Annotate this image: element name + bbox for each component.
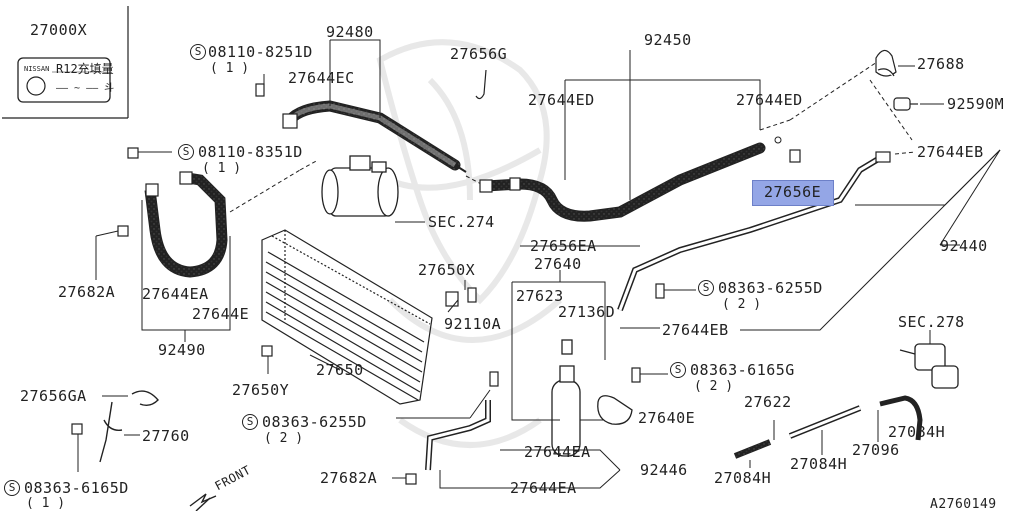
part-92110A[interactable]: 92110A <box>444 315 502 333</box>
part-92440[interactable]: 92440 <box>940 237 988 255</box>
part-27760[interactable]: 27760 <box>142 427 190 445</box>
part-27656EA[interactable]: 27656EA <box>530 237 597 255</box>
part-27622[interactable]: 27622 <box>744 393 792 411</box>
bolt-b6-qty: ( 1 ) <box>26 496 66 511</box>
part-SEC274[interactable]: SEC.274 <box>428 213 495 231</box>
receiver-drier <box>551 339 581 457</box>
part-92490[interactable]: 92490 <box>158 341 206 359</box>
part-27640[interactable]: 27640 <box>534 255 582 273</box>
bolt-symbol-b5: S <box>242 414 258 430</box>
part-27644EA-c[interactable]: 27644EA <box>510 479 577 497</box>
bolt-symbol-b6: S <box>4 480 20 496</box>
highlight-27656E <box>752 180 834 206</box>
part-27623[interactable]: 27623 <box>516 287 564 305</box>
pipe-92440 <box>617 151 891 312</box>
clamp-27688 <box>875 49 897 77</box>
part-SEC278[interactable]: SEC.278 <box>898 313 965 331</box>
part-27644EB-top[interactable]: 27644EB <box>917 143 984 161</box>
legend-part-number[interactable]: 27000X <box>30 21 88 39</box>
bolt-b3-qty: ( 2 ) <box>722 297 762 312</box>
legend-text: R12充填量 <box>56 62 114 76</box>
bolt-symbol-b1: S <box>190 44 206 60</box>
pipe-92446 <box>425 400 491 471</box>
bolt-b6-code[interactable]: 08363-6165D <box>24 479 129 497</box>
part-27656E[interactable]: 27656E <box>764 183 822 201</box>
diagram-id: A2760149 <box>930 497 997 511</box>
hose-92450 <box>479 142 766 222</box>
part-27644EA-a[interactable]: 27644EA <box>142 285 209 303</box>
part-92450[interactable]: 92450 <box>644 31 692 49</box>
part-92480[interactable]: 92480 <box>326 23 374 41</box>
bolt-b4-code[interactable]: 08363-6165G <box>690 361 795 379</box>
part-27644ED-a[interactable]: 27644ED <box>528 91 595 109</box>
part-27644EA-b[interactable]: 27644EA <box>524 443 591 461</box>
part-27640E[interactable]: 27640E <box>638 409 696 427</box>
legend-frame <box>2 6 129 119</box>
bolt-b2-qty: ( 1 ) <box>202 161 242 176</box>
clip-27656G <box>475 69 487 100</box>
bolt-b2-code[interactable]: 08110-8351D <box>198 143 303 161</box>
part-27644E[interactable]: 27644E <box>192 305 250 323</box>
expansion-valve <box>899 343 959 389</box>
bolt-b1-qty: ( 1 ) <box>210 61 250 76</box>
part-27688[interactable]: 27688 <box>917 55 965 73</box>
clip-27656E <box>789 149 801 163</box>
bracket-27760 <box>99 390 159 463</box>
bolt-b1-code[interactable]: 08110-8251D <box>208 43 313 61</box>
legend-brand: NISSAN <box>24 65 50 73</box>
hose-27084H <box>733 395 923 459</box>
part-27682A-b[interactable]: 27682A <box>320 469 378 487</box>
bolt-symbol-b2: S <box>178 144 194 160</box>
part-27644EB-mid[interactable]: 27644EB <box>662 321 729 339</box>
front-arrow-icon <box>189 493 217 511</box>
pipe-92490 <box>144 171 228 278</box>
part-27656GA[interactable]: 27656GA <box>20 387 87 405</box>
bolt-symbol-b4: S <box>670 362 686 378</box>
bolt-symbols <box>71 83 665 485</box>
part-27650Y[interactable]: 27650Y <box>232 381 290 399</box>
part-27656G[interactable]: 27656G <box>450 45 508 63</box>
part-27084H-c[interactable]: 27084H <box>714 469 772 487</box>
part-92446[interactable]: 92446 <box>640 461 688 479</box>
part-27084H-a[interactable]: 27084H <box>888 423 946 441</box>
bolt-symbol-b3: S <box>698 280 714 296</box>
part-27650X[interactable]: 27650X <box>418 261 476 279</box>
legend-amount: —— ~ —— 斗 <box>56 83 115 94</box>
part-27084H-b[interactable]: 27084H <box>790 455 848 473</box>
part-27644EC[interactable]: 27644EC <box>288 69 355 87</box>
part-27136D[interactable]: 27136D <box>558 303 616 321</box>
part-27644ED-b[interactable]: 27644ED <box>736 91 803 109</box>
part-92590M[interactable]: 92590M <box>947 95 1005 113</box>
bolt-b5-qty: ( 2 ) <box>264 431 304 446</box>
condenser-27650 <box>261 229 433 405</box>
bracket-27640E <box>597 395 633 425</box>
valve-92590M <box>893 97 918 111</box>
bolt-b4-qty: ( 2 ) <box>694 379 734 394</box>
part-27096[interactable]: 27096 <box>852 441 900 459</box>
part-27650[interactable]: 27650 <box>316 361 364 379</box>
bolt-b5-code[interactable]: 08363-6255D <box>262 413 367 431</box>
part-27682A-a[interactable]: 27682A <box>58 283 116 301</box>
compressor <box>321 155 399 217</box>
bolt-b3-code[interactable]: 08363-6255D <box>718 279 823 297</box>
